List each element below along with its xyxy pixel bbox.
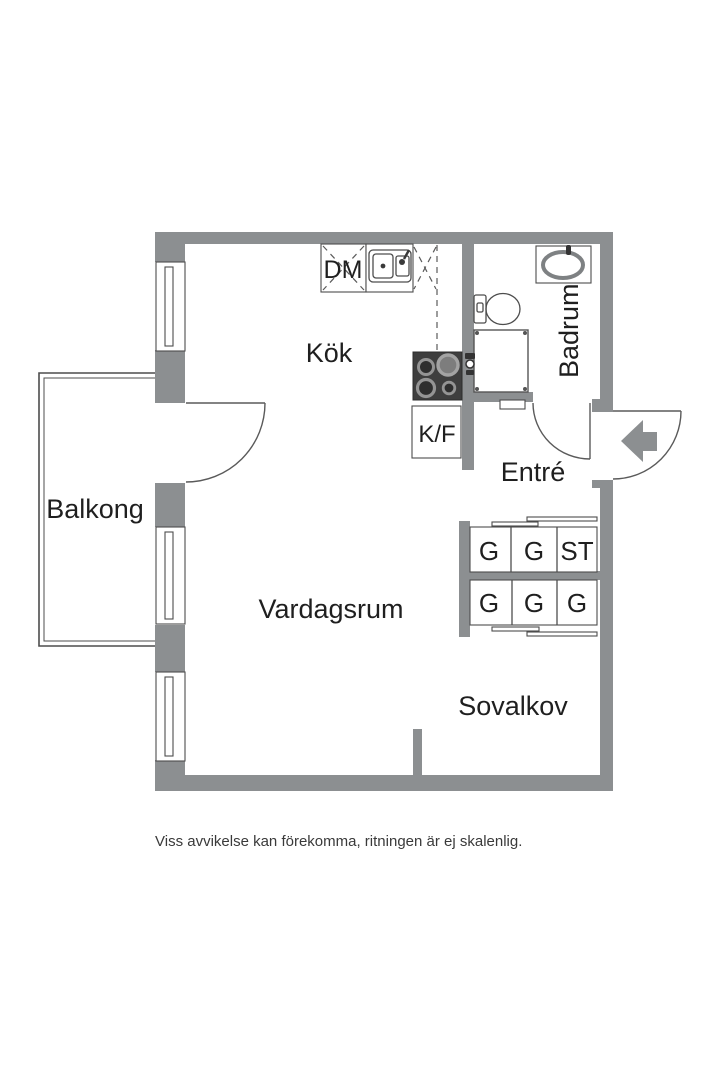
window-3: [155, 671, 186, 762]
room-label-balcony: Balkong: [46, 494, 144, 524]
balcony-door: [185, 402, 266, 483]
wardrobe-label: G: [479, 536, 499, 566]
wall-left-seg3: [155, 483, 185, 527]
wardrobe-label: G: [567, 588, 587, 618]
wall-right-upper: [600, 232, 613, 412]
wall-top: [155, 232, 613, 244]
kitchen-sink-icon: [368, 249, 412, 283]
cleaning-closet-label: ST: [560, 536, 593, 566]
shower-mixer-icon: [465, 353, 475, 375]
wall-bathroom-south: [462, 392, 533, 402]
dishwasher-box: [320, 243, 367, 293]
fridge-freezer-label: K/F: [418, 421, 455, 448]
wall-wardrobe-middle: [464, 571, 600, 580]
entrance-door: [612, 410, 682, 480]
entrance-threshold: [499, 399, 526, 410]
window-1: [155, 261, 186, 352]
room-label-kitchen: Kök: [306, 338, 353, 368]
sliding-door-rail: [491, 626, 540, 632]
bathroom-door: [532, 402, 591, 460]
wardrobe-label: G: [524, 588, 544, 618]
entrance-jamb-bottom: [592, 480, 600, 488]
shower-icon: [473, 329, 529, 393]
wall-left-seg1: [155, 232, 185, 262]
disclaimer-text: Viss avvikelse kan förekomma, ritningen …: [155, 833, 522, 850]
wall-left-seg2: [155, 350, 185, 403]
wardrobe-label: G: [524, 536, 544, 566]
room-label-living-room: Vardagsrum: [258, 594, 403, 624]
stove-icon: [412, 351, 463, 401]
wall-left-seg5: [155, 760, 185, 791]
wall-bottom: [155, 775, 613, 791]
kitchen-counter: [320, 243, 438, 351]
sliding-door-rail: [491, 521, 539, 527]
fridge-freezer-box: [411, 405, 462, 459]
bathroom-sink-icon: [535, 245, 592, 284]
dishwasher-label: DM: [324, 256, 363, 284]
wall-alcove-stub: [413, 729, 422, 775]
wardrobe-label: G: [479, 588, 499, 618]
toilet-icon: [473, 292, 521, 326]
sliding-door-rail: [526, 631, 598, 637]
wall-left-seg4: [155, 625, 185, 672]
entrance-jamb-top: [592, 399, 600, 412]
entrance-arrow-icon: [621, 420, 657, 462]
sliding-door-rail: [526, 516, 598, 522]
wall-right-lower: [600, 480, 613, 775]
wardrobes: [469, 516, 598, 637]
room-label-entrance: Entré: [501, 457, 566, 487]
room-label-bathroom: Badrum: [554, 283, 584, 378]
wardrobe-row-top: [469, 526, 598, 573]
room-label-sleeping-alcove: Sovalkov: [458, 691, 568, 721]
walls: [155, 232, 613, 791]
kitchen-sink-box: [365, 243, 414, 293]
balcony-outline: [38, 372, 155, 647]
window-2: [155, 526, 186, 625]
windows: [155, 261, 186, 762]
wardrobe-row-bottom: [469, 579, 598, 626]
